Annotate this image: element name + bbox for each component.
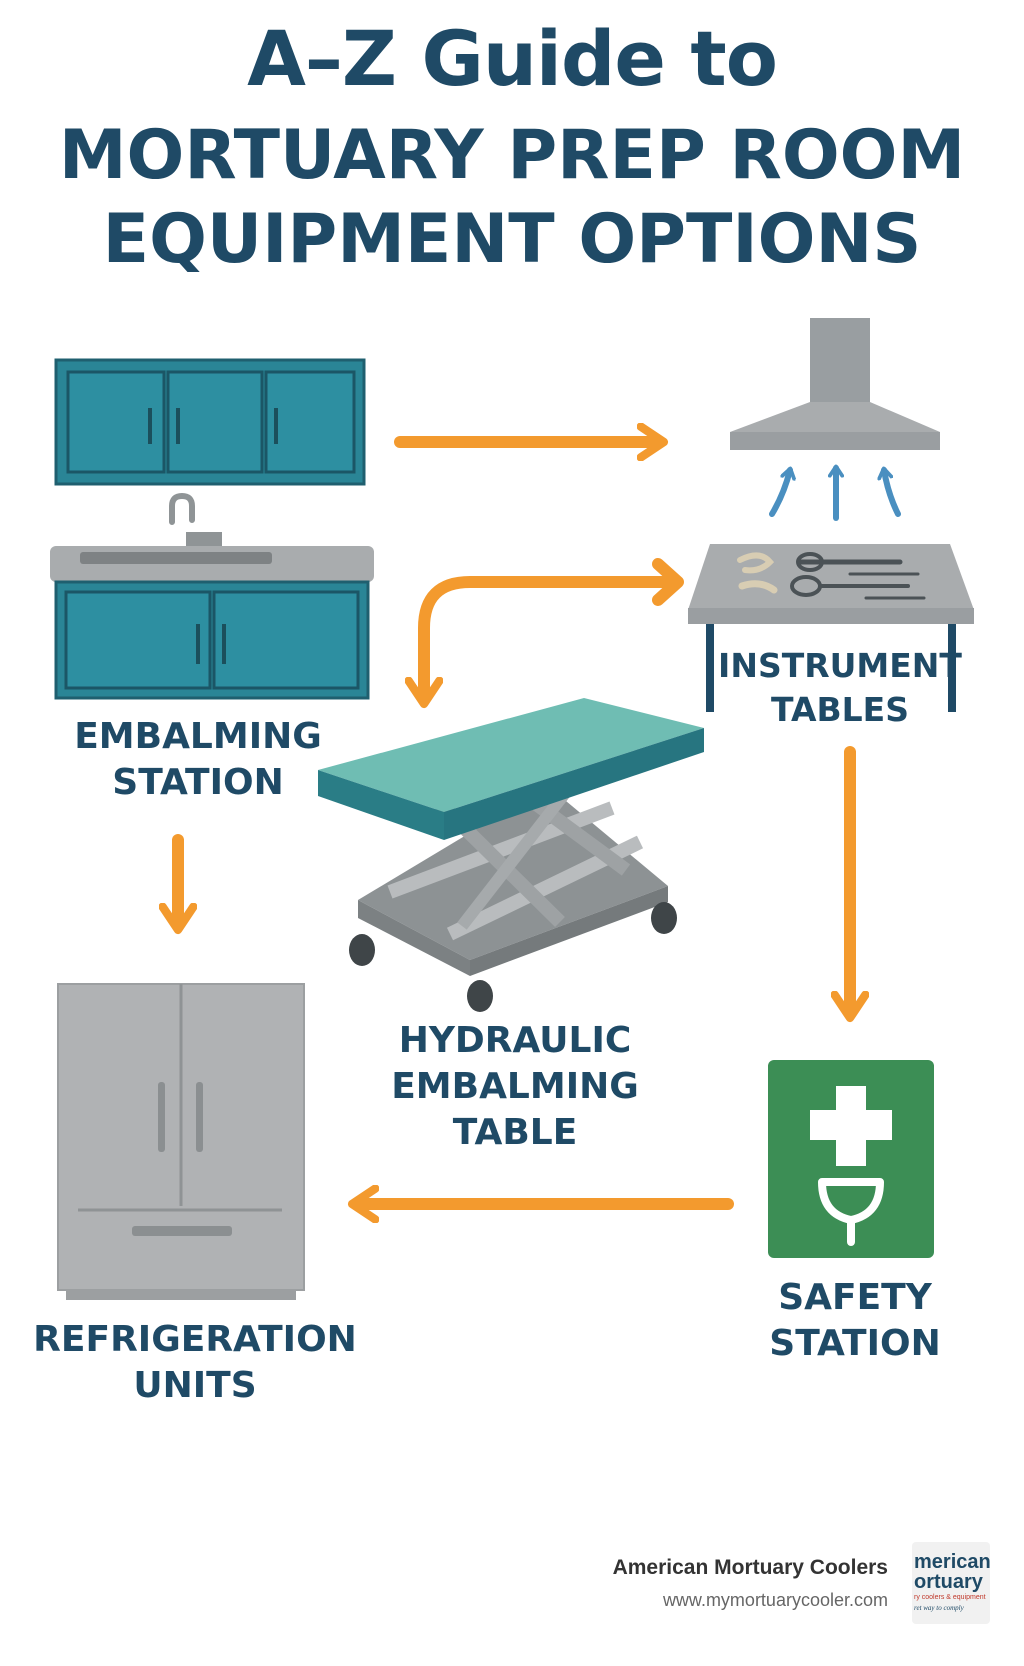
sink-icon bbox=[50, 492, 374, 700]
label-embalming-station: EMBALMING STATION bbox=[58, 714, 338, 806]
logo-text: ortuary bbox=[914, 1571, 983, 1593]
title-line-1: A–Z Guide to bbox=[247, 14, 778, 103]
label-line: STATION bbox=[769, 1323, 941, 1364]
label-line: HYDRAULIC bbox=[398, 1020, 632, 1061]
logo-slogan: ret way to comply bbox=[914, 1604, 964, 1612]
label-line: REFRIGERATION bbox=[33, 1319, 357, 1360]
label-safety-station: SAFETY STATION bbox=[720, 1275, 990, 1367]
brand-logo: merican ortuary ry coolers & equipment r… bbox=[912, 1542, 990, 1624]
label-refrigeration-units: REFRIGERATION UNITS bbox=[30, 1317, 360, 1409]
label-instrument-tables: INSTRUMENT TABLES bbox=[700, 644, 980, 732]
logo-text: merican bbox=[914, 1551, 990, 1573]
label-line: EMBALMING bbox=[391, 1066, 639, 1107]
instrument-table-icon bbox=[688, 544, 974, 712]
title-line-2: MORTUARY PREP ROOM bbox=[58, 116, 966, 195]
brand-url: www.mymortuarycooler.com bbox=[662, 1590, 888, 1610]
arrow-table-two-way bbox=[424, 576, 682, 700]
exhaust-hood-icon bbox=[730, 318, 940, 450]
eyewash-icon bbox=[818, 1178, 884, 1246]
arrowhead-to-instrument bbox=[652, 558, 684, 606]
label-line: TABLES bbox=[771, 690, 909, 729]
flow-arrows bbox=[178, 442, 850, 1204]
brand-name: American Mortuary Coolers bbox=[612, 1556, 888, 1579]
airflow-arrow-icon bbox=[769, 468, 901, 521]
label-hydraulic-embalming-table: HYDRAULIC EMBALMING TABLE bbox=[355, 1018, 675, 1156]
cabinet-icon bbox=[54, 358, 366, 486]
title-line-3: EQUIPMENT OPTIONS bbox=[102, 200, 922, 279]
label-line: INSTRUMENT bbox=[718, 646, 962, 685]
label-line: STATION bbox=[112, 762, 284, 803]
label-line: UNITS bbox=[133, 1365, 257, 1406]
logo-tagline: ry coolers & equipment bbox=[914, 1594, 986, 1601]
hydraulic-table-icon bbox=[318, 698, 704, 1012]
first-aid-icon bbox=[768, 1060, 934, 1258]
label-line: SAFETY bbox=[778, 1277, 932, 1318]
label-line: TABLE bbox=[452, 1112, 578, 1153]
label-line: EMBALMING bbox=[74, 716, 322, 757]
refrigerator-icon bbox=[57, 983, 305, 1300]
